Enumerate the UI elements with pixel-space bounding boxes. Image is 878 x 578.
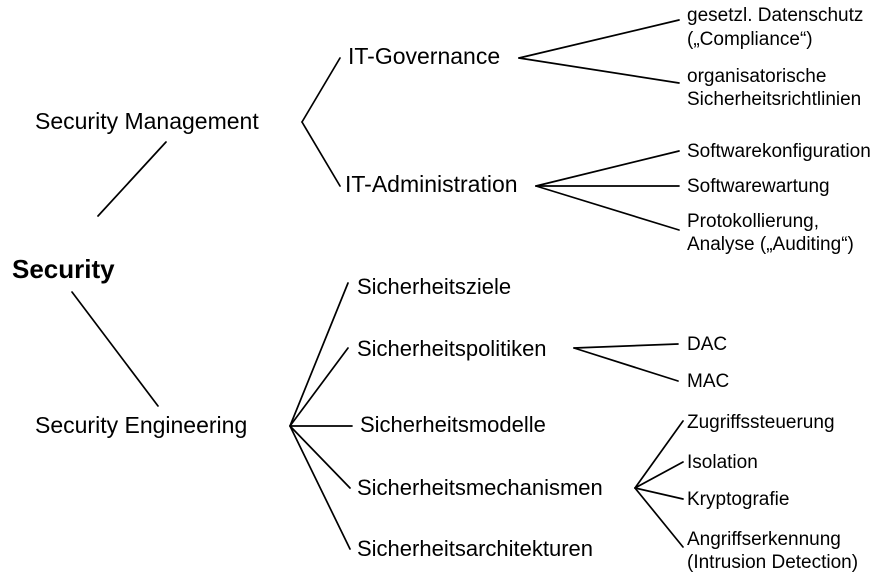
edge-mechanismen-to-angriffserkennung: [634, 487, 684, 548]
leaf-line-2: Analyse („Auditing“): [687, 234, 854, 255]
node-sicherheitspolitiken[interactable]: Sicherheitspolitiken: [357, 336, 547, 361]
edge-mechanismen-to-kryptografie: [634, 487, 684, 500]
edge-management-to-governance: [301, 57, 341, 123]
node-sicherheitsmechanismen[interactable]: Sicherheitsmechanismen: [357, 475, 603, 500]
node-sicherheitsmodelle[interactable]: Sicherheitsmodelle: [360, 412, 546, 437]
edge-politiken-to-dac: [573, 343, 679, 349]
edge-engineering-to-sicherheitsziele: [289, 282, 349, 427]
node-sicherheitsarchitekturen[interactable]: Sicherheitsarchitekturen: [357, 536, 593, 561]
edge-engineering-to-sicherheitsarchitekturen: [289, 425, 351, 550]
node-security-management[interactable]: Security Management: [35, 108, 259, 134]
node-softwarewartung[interactable]: Softwarewartung: [687, 176, 830, 197]
edge-mechanismen-to-zugriffssteuerung: [634, 420, 684, 489]
edges-it-administration: [535, 150, 680, 231]
node-it-administration[interactable]: IT-Administration: [345, 171, 518, 197]
edges-security-management: [301, 57, 341, 187]
node-dac[interactable]: DAC: [687, 334, 727, 355]
node-organisatorische-sicherheitsrichtlinien[interactable]: organisatorische Sicherheitsrichtlinien: [687, 66, 861, 110]
edges-root: [71, 141, 167, 407]
edge-politiken-to-mac: [573, 347, 679, 382]
node-isolation[interactable]: Isolation: [687, 452, 758, 473]
edges-sicherheitspolitiken: [573, 343, 679, 382]
edges-sicherheitsmechanismen: [634, 420, 684, 548]
leaf-line-1: Protokollierung,: [687, 211, 819, 232]
edge-governance-to-richtlinien: [518, 57, 680, 84]
leaf-line-1: organisatorische: [687, 66, 826, 87]
edges-it-governance: [518, 19, 680, 84]
leaf-line-2: (Intrusion Detection): [687, 552, 858, 573]
edge-engineering-to-sicherheitspolitiken: [289, 347, 349, 427]
edge-mechanismen-to-isolation: [634, 461, 684, 489]
node-softwarekonfiguration[interactable]: Softwarekonfiguration: [687, 141, 871, 162]
node-security-root[interactable]: Security: [12, 254, 115, 284]
node-mac[interactable]: MAC: [687, 371, 729, 392]
node-zugriffssteuerung[interactable]: Zugriffssteuerung: [687, 412, 835, 433]
leaf-line-2: („Compliance“): [687, 29, 813, 50]
edge-governance-to-datenschutz: [518, 19, 680, 59]
node-protokollierung-analyse[interactable]: Protokollierung, Analyse („Auditing“): [687, 211, 854, 255]
leaf-line-1: gesetzl. Datenschutz: [687, 5, 863, 26]
leaf-line-1: Angriffserkennung: [687, 529, 841, 550]
edge-administration-to-protokollierung: [535, 185, 680, 231]
edge-root-to-management: [97, 141, 167, 217]
edge-administration-to-softwarekonfiguration: [535, 150, 680, 187]
node-security-engineering[interactable]: Security Engineering: [35, 412, 247, 438]
node-it-governance[interactable]: IT-Governance: [348, 43, 500, 69]
edges-security-engineering: [289, 282, 353, 550]
node-sicherheitsziele[interactable]: Sicherheitsziele: [357, 274, 511, 299]
node-gesetzl-datenschutz[interactable]: gesetzl. Datenschutz („Compliance“): [687, 5, 863, 50]
edge-management-to-administration: [301, 121, 341, 187]
node-angriffserkennung[interactable]: Angriffserkennung (Intrusion Detection): [687, 529, 858, 573]
edge-engineering-to-sicherheitsmechanismen: [289, 425, 351, 489]
leaf-line-2: Sicherheitsrichtlinien: [687, 89, 861, 110]
node-kryptografie[interactable]: Kryptografie: [687, 489, 789, 510]
edge-root-to-engineering: [71, 291, 159, 407]
